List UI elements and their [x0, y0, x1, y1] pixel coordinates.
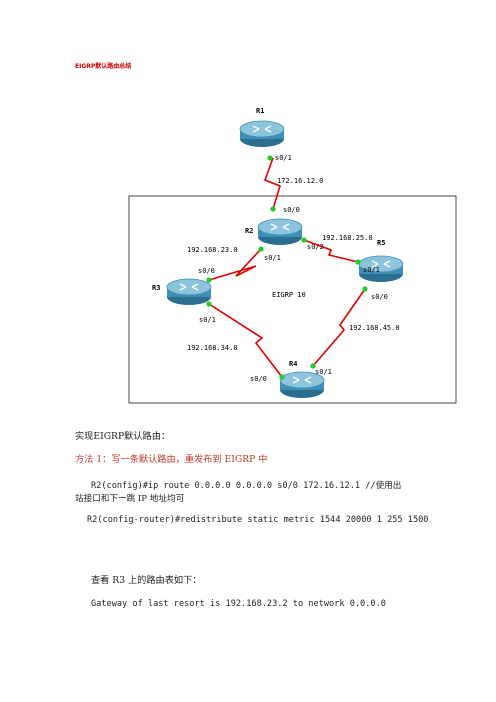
- port-dot-r4-s00: [279, 374, 285, 380]
- check-routing-table-text: 查看 R3 上的路由表如下：: [91, 575, 202, 586]
- port-dot-r2-s00: [270, 206, 276, 212]
- router-label-r2: R2: [245, 227, 253, 235]
- link-r2-r5: [303, 239, 359, 263]
- document-title: EIGRP默认路由总结: [75, 63, 132, 70]
- interface-label-r5-s00: s0/0: [371, 293, 388, 301]
- link-r1-r2: [263, 157, 281, 210]
- network-label-r4-r5: 192.168.45.0: [349, 324, 400, 332]
- port-dot-r2-s02: [301, 237, 307, 243]
- link-r2-r3: [208, 248, 262, 281]
- interface-label-r3-s00: s0/0: [198, 267, 215, 275]
- interface-label-r2-s02: s0/2: [307, 243, 324, 251]
- interface-label-r5-s01: s0/1: [363, 266, 380, 274]
- interface-label-r3-s01: s0/1: [199, 316, 216, 324]
- interface-label-r1-s01: s0/1: [275, 154, 292, 162]
- router-r1: [239, 120, 285, 148]
- port-dot-r5-s01: [355, 259, 361, 265]
- command-static-route-line2: 站接口和下一跳 IP 地址均可: [75, 494, 185, 504]
- command-redistribute: R2(config-router)#redistribute static me…: [87, 515, 429, 525]
- network-label-r1-r2: 172.16.12.0: [277, 177, 323, 185]
- link-r3-r4: [208, 303, 283, 378]
- router-label-r1: R1: [256, 107, 264, 115]
- port-dot-r1-s01: [267, 155, 273, 161]
- router-label-r3: R3: [152, 284, 160, 292]
- link-r4-r5: [312, 288, 366, 367]
- network-label-r2-r3: 192.168.23.0: [187, 246, 238, 254]
- method-1-heading: 方法 1：写一条默认路由，重发布到 EIGRP 中: [75, 454, 268, 465]
- router-label-r5: R5: [377, 239, 385, 247]
- interface-label-r4-s00: s0/0: [250, 375, 267, 383]
- port-dot-r3-s01: [206, 301, 212, 307]
- network-label-r3-r4: 192.168.34.0: [187, 344, 238, 352]
- port-dot-r2-s01: [258, 246, 264, 252]
- eigrp-area-box: [128, 195, 457, 404]
- interface-label-r2-s00: s0/0: [283, 206, 300, 214]
- router-r2: [257, 218, 303, 246]
- interface-label-r4-s01: s0/1: [315, 368, 332, 376]
- eigrp-area-label: EIGRP 10: [272, 291, 306, 299]
- intro-text: 实现EIGRP默认路由：: [75, 431, 171, 442]
- port-dot-r4-s01: [310, 363, 316, 369]
- router-label-r4: R4: [289, 360, 297, 368]
- interface-label-r2-s01: s0/1: [264, 254, 281, 262]
- network-topology-diagram: R1 R2 R3 R4 R5 s0/1 s0/0 s0/1 s0/2 s0/0 …: [128, 107, 457, 404]
- port-dot-r3-s00: [206, 277, 212, 283]
- gateway-of-last-resort-line: Gateway of last resort is 192.168.23.2 t…: [91, 599, 386, 609]
- network-label-r2-r5: 192.168.25.0: [322, 234, 373, 242]
- router-r3: [166, 278, 212, 306]
- command-static-route-line1: R2(config)#ip route 0.0.0.0 0.0.0.0 s0/0…: [91, 481, 402, 491]
- port-dot-r5-s00: [362, 286, 368, 292]
